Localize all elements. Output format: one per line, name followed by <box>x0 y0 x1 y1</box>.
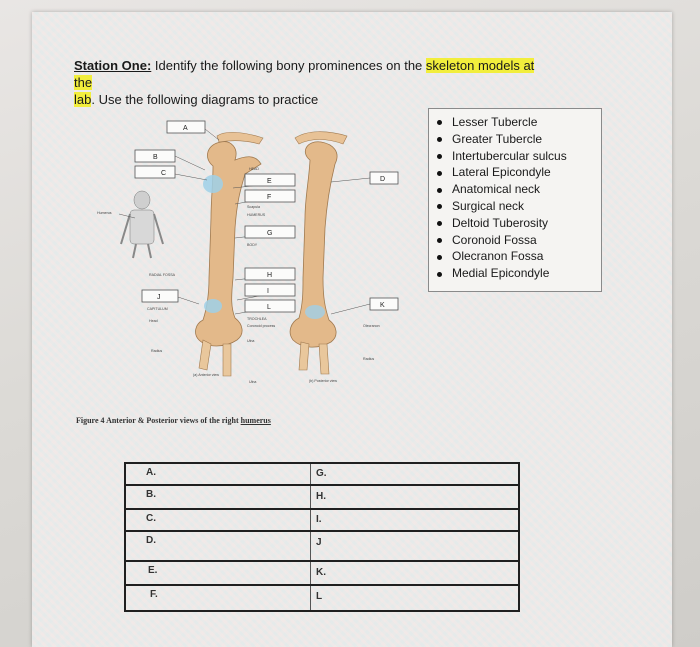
humerus-diagram: A B C D E F G H I J K L HEAD Humerus Sca… <box>97 120 399 384</box>
list-item: Medial Epicondyle <box>437 265 601 282</box>
answer-choices-list: Lesser Tubercle Greater Tubercle Intertu… <box>429 109 601 282</box>
small-skeleton-icon <box>120 190 164 259</box>
small-label-head: HEAD <box>249 167 259 171</box>
small-label-anterior-view: (a) Anterior view <box>193 373 219 377</box>
small-label-olecranon: Olecranon <box>363 324 380 328</box>
anterior-humerus-illustration <box>195 132 264 377</box>
table-cell-j[interactable]: J <box>316 537 322 548</box>
station-instructions: Station One: Identify the following bony… <box>74 57 554 108</box>
list-item: Deltoid Tuberosity <box>437 215 601 232</box>
label-box-i <box>244 283 296 297</box>
label-box-h <box>244 267 296 281</box>
table-cell-b[interactable]: B. <box>146 489 156 500</box>
bullet-icon <box>437 120 442 126</box>
table-cell-a[interactable]: A. <box>146 467 156 478</box>
table-cell-k[interactable]: K. <box>316 567 326 578</box>
label-box-a <box>166 120 206 134</box>
list-item: Greater Tubercle <box>437 131 601 148</box>
instructions-text-end: . Use the following diagrams to practice <box>91 92 319 107</box>
list-item: Olecranon Fossa <box>437 248 601 265</box>
diagram-small-labels: HEAD Humerus Scapula HUMERUS BODY RADIAL… <box>97 167 380 384</box>
label-g: G <box>267 230 272 237</box>
label-f: F <box>267 194 271 201</box>
figure-caption-text: Figure 4 Anterior & Posterior views of t… <box>76 416 241 425</box>
list-item: Coronoid Fossa <box>437 232 601 249</box>
label-d: D <box>380 176 385 183</box>
table-row <box>126 560 518 562</box>
label-box-j <box>141 289 179 303</box>
small-label-capitulum: CAPITULUM <box>147 307 168 311</box>
answer-choices-box: Lesser Tubercle Greater Tubercle Intertu… <box>428 108 602 292</box>
diagram-label-boxes: A B C D E F G H I J K L <box>134 120 399 313</box>
bullet-icon <box>437 271 442 277</box>
figure-caption: Figure 4 Anterior & Posterior views of t… <box>76 416 271 425</box>
table-row <box>126 530 518 532</box>
table-cell-g[interactable]: G. <box>316 468 327 479</box>
table-cell-f[interactable]: F. <box>150 589 158 600</box>
table-cell-h[interactable]: H. <box>316 491 326 502</box>
bullet-icon <box>437 254 442 260</box>
label-box-c <box>134 165 176 179</box>
list-item: Anatomical neck <box>437 181 601 198</box>
label-box-e <box>244 173 296 187</box>
bullet-icon <box>437 137 442 143</box>
small-label-coronoid: Coronoid process <box>247 324 275 328</box>
label-e: E <box>267 178 272 185</box>
label-h: H <box>267 272 272 279</box>
small-label-trochlea: TROCHLEA <box>247 317 267 321</box>
table-row <box>126 508 518 510</box>
small-label-radius-left: Radius <box>151 349 162 353</box>
small-label-humerus: HUMERUS <box>247 213 266 217</box>
bullet-icon <box>437 221 442 227</box>
figure-caption-underlined: humerus <box>240 416 271 425</box>
bullet-icon <box>437 237 442 243</box>
table-row <box>126 584 518 586</box>
small-label-ulna-low: Ulna <box>249 380 256 384</box>
label-box-g <box>244 225 296 239</box>
station-label: Station One: <box>74 58 152 73</box>
label-box-f <box>244 189 296 203</box>
label-box-k <box>369 297 399 311</box>
label-a: A <box>183 125 188 132</box>
table-cell-i[interactable]: I. <box>316 514 322 525</box>
small-label-body: BODY <box>247 243 258 247</box>
list-item: Surgical neck <box>437 198 601 215</box>
table-cell-e[interactable]: E. <box>148 565 158 576</box>
table-cell-d[interactable]: D. <box>146 535 156 546</box>
label-j: J <box>157 294 161 301</box>
label-c: C <box>161 170 166 177</box>
table-cell-c[interactable]: C. <box>146 513 156 524</box>
list-item: Intertubercular sulcus <box>437 148 601 165</box>
label-box-d <box>369 171 399 185</box>
list-item: Lesser Tubercle <box>437 114 601 131</box>
table-row <box>126 484 518 486</box>
list-item: Lateral Epicondyle <box>437 164 601 181</box>
bullet-icon <box>437 204 442 210</box>
table-cell-l[interactable]: L <box>316 591 323 602</box>
bullet-icon <box>437 170 442 176</box>
instructions-text: Identify the following bony prominences … <box>151 58 426 73</box>
small-label-scapula: Scapula <box>247 205 260 209</box>
posterior-humerus-illustration <box>289 131 348 375</box>
table-column-divider <box>310 464 311 610</box>
bullet-icon <box>437 153 442 159</box>
small-label-radial-fossa: RADIAL FOSSA <box>149 273 176 277</box>
small-label-ulna: Ulna <box>247 339 254 343</box>
small-label-head-low: Head <box>149 319 158 323</box>
highlighted-text-2: lab <box>74 92 92 107</box>
small-label-humerus-left: Humerus <box>97 211 112 215</box>
label-l: L <box>267 304 271 311</box>
label-k: K <box>380 302 385 309</box>
small-label-posterior-view: (b) Posterior view <box>309 379 337 383</box>
label-box-l <box>244 299 296 313</box>
label-box-b <box>134 149 176 163</box>
label-b: B <box>153 154 158 161</box>
label-i: I <box>267 288 269 295</box>
bullet-icon <box>437 187 442 193</box>
small-label-radius-right: Radius <box>363 357 374 361</box>
answer-table: A. B. C. D. E. F. G. H. I. J K. L <box>124 462 520 612</box>
